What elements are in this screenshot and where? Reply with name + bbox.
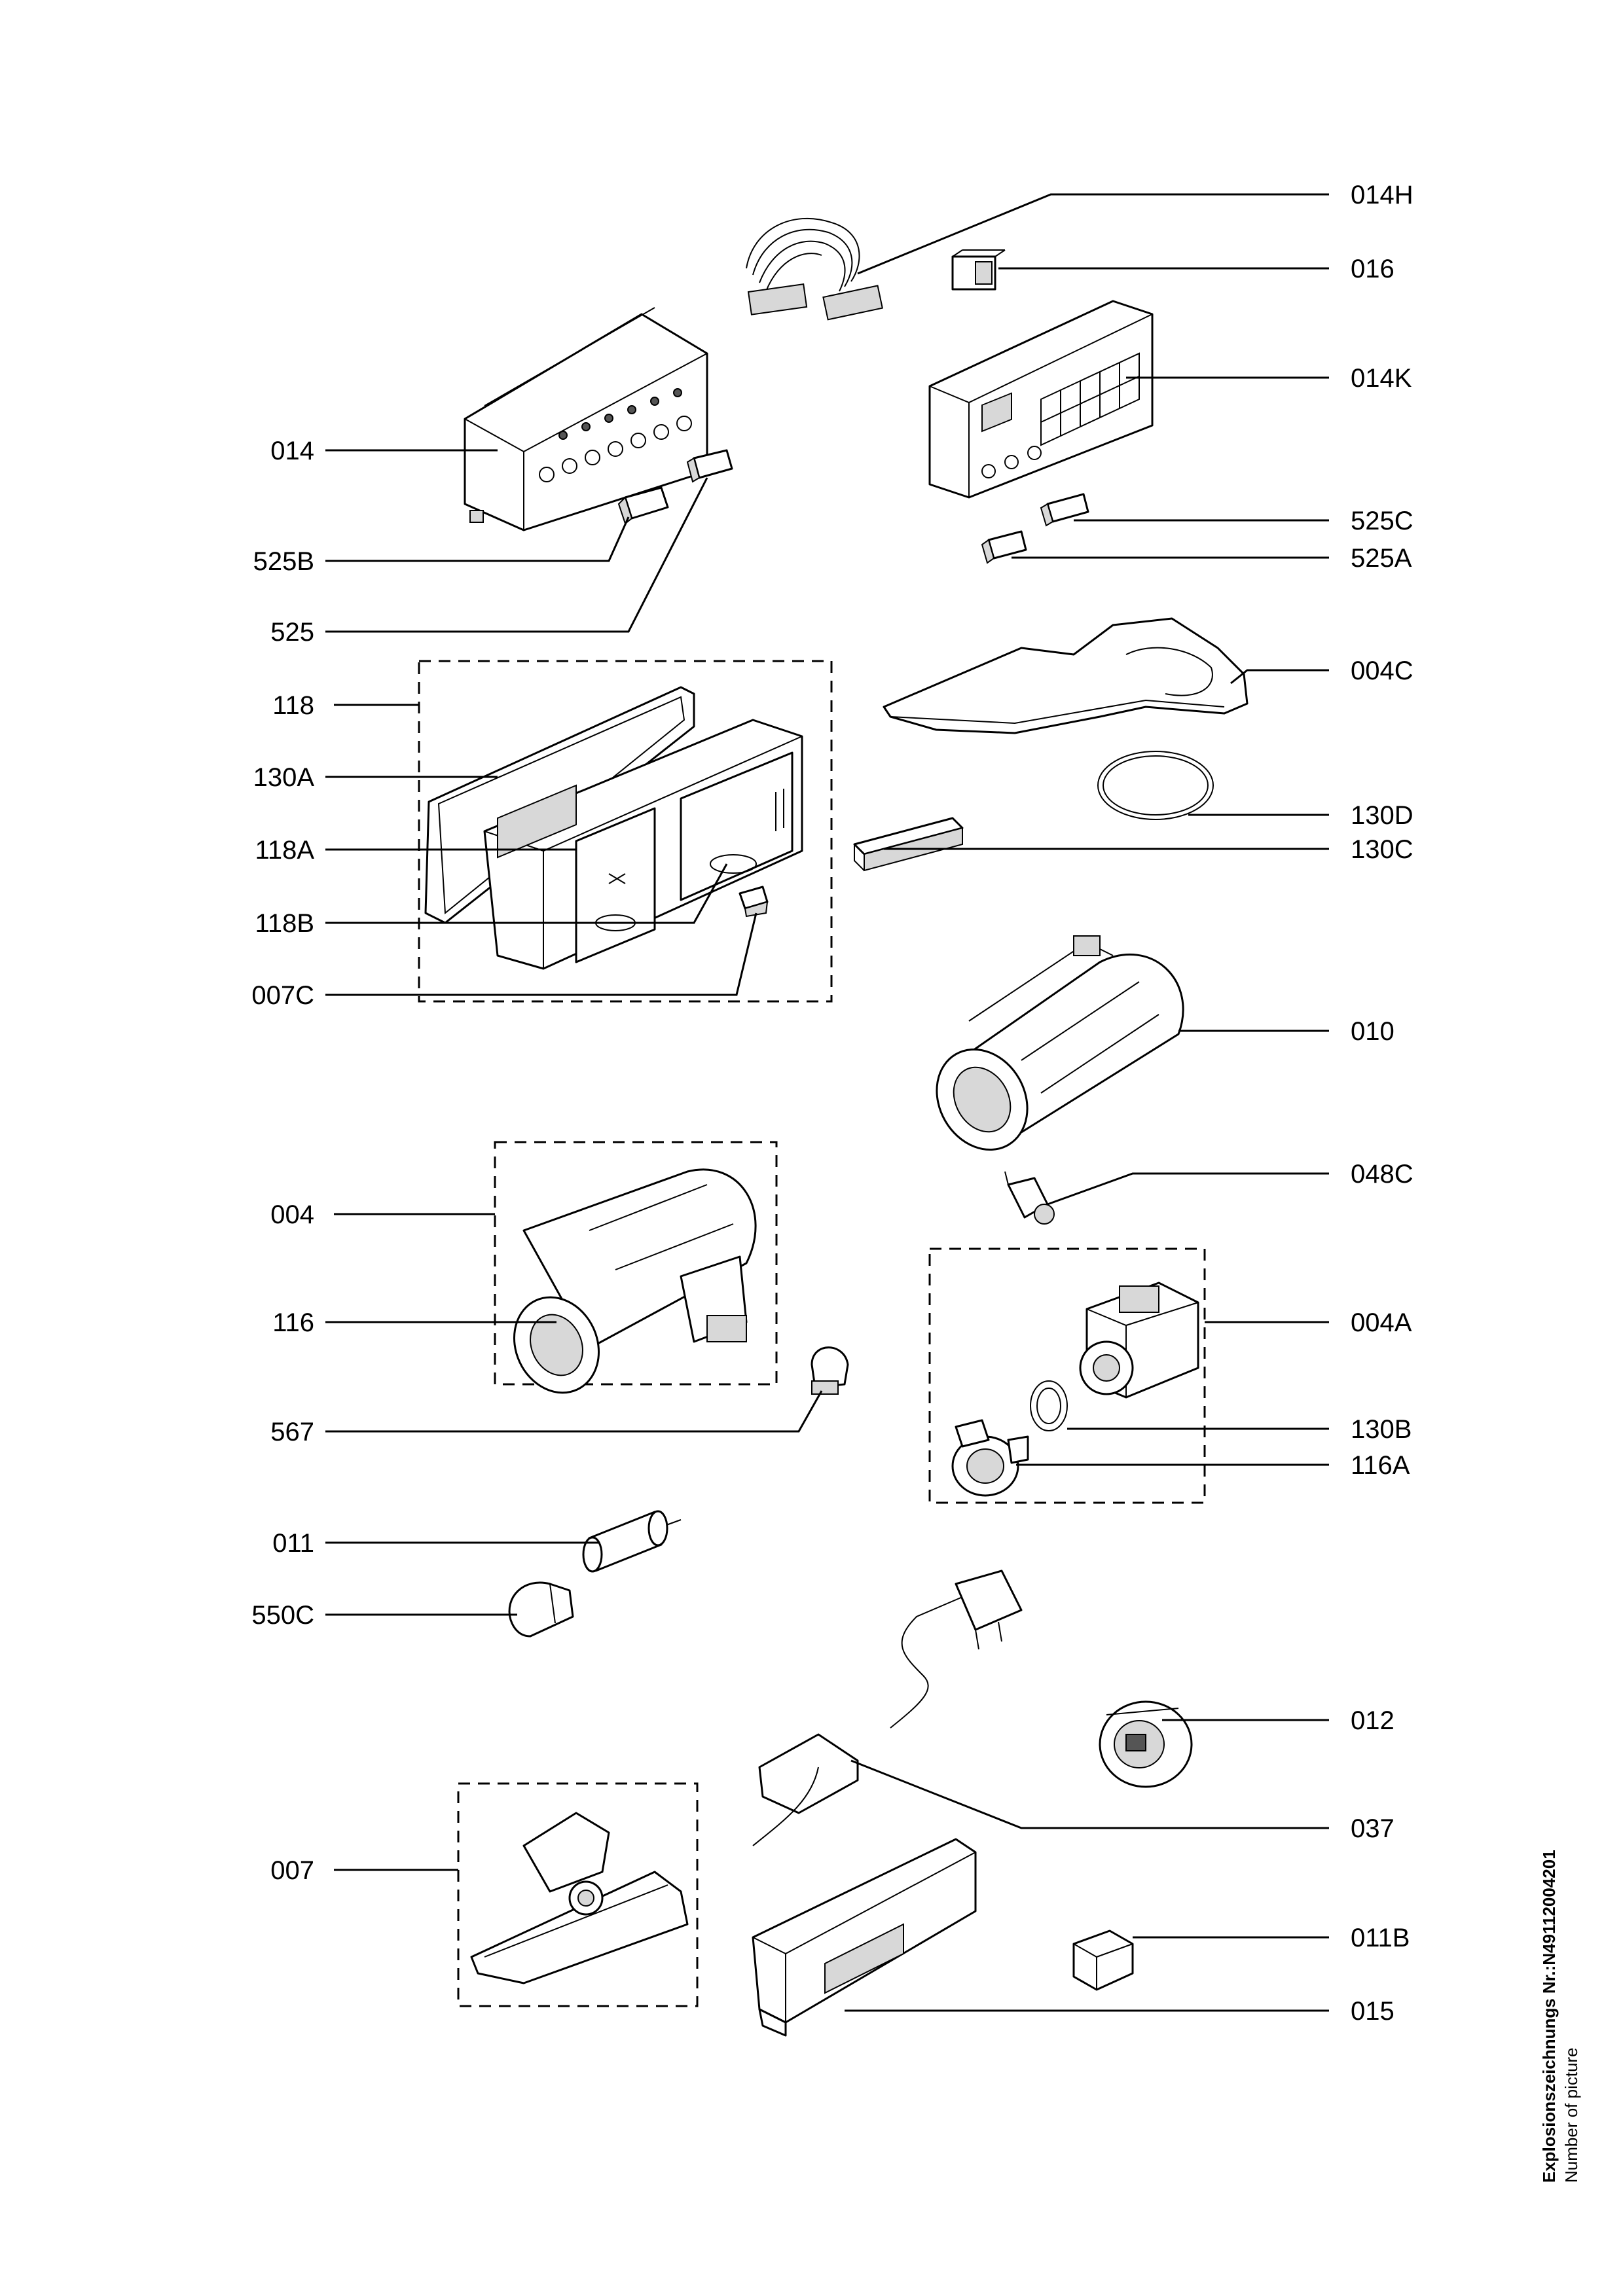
part-004A-drain-pump [1079, 1282, 1199, 1399]
part-014-control-module [464, 307, 708, 531]
label-015: 015 [1351, 1997, 1395, 2026]
label-525: 525 [270, 618, 314, 647]
label-550C: 550C [251, 1601, 314, 1630]
leader-048C [1047, 1172, 1329, 1206]
part-525-button [686, 449, 733, 483]
label-118A: 118A [255, 836, 315, 865]
part-014H-wiring-harness [746, 217, 883, 321]
part-048C-sensor [1004, 1171, 1055, 1225]
part-004C-cover-plate [883, 617, 1249, 734]
part-011-capacitor [582, 1510, 682, 1573]
part-130D-o-ring [1097, 751, 1214, 820]
label-567: 567 [270, 1418, 314, 1446]
part-525A-button [981, 530, 1027, 564]
label-130A: 130A [253, 763, 315, 792]
part-014K-display-control-module [928, 300, 1154, 499]
part-004-circulation-pump [513, 1168, 757, 1394]
leader-004C [1230, 669, 1329, 685]
label-118B: 118B [255, 909, 314, 938]
group-box-007 [457, 1782, 699, 2007]
group-box-004A [928, 1247, 1206, 1504]
label-004: 004 [270, 1200, 314, 1229]
label-116: 116 [272, 1308, 314, 1337]
part-010-heater [936, 935, 1184, 1151]
label-010: 010 [1351, 1017, 1395, 1046]
footer-title: Explosionszeichnungs Nr.:N49112004201 [1539, 1850, 1559, 2183]
label-014K: 014K [1351, 364, 1412, 393]
label-011B: 011B [1351, 1924, 1410, 1952]
part-007C-clip [739, 886, 769, 918]
label-525C: 525C [1351, 507, 1413, 535]
label-037: 037 [1351, 1814, 1395, 1843]
leader-525B [325, 516, 630, 562]
module-014-button-row [539, 388, 692, 482]
label-130C: 130C [1351, 835, 1413, 864]
label-016: 016 [1351, 255, 1395, 283]
label-014H: 014H [1351, 181, 1413, 209]
label-004C: 004C [1351, 656, 1413, 685]
part-130B-ring-inner [1036, 1388, 1061, 1424]
leader-118B [325, 863, 728, 924]
leader-567 [325, 1390, 823, 1433]
label-118: 118 [272, 691, 314, 720]
part-567-clamp [811, 1346, 849, 1395]
part-130C-seal-strip [853, 817, 964, 872]
leader-525 [325, 477, 708, 633]
label-007C: 007C [251, 981, 314, 1010]
leader-007C [325, 912, 757, 996]
label-007: 007 [270, 1856, 314, 1885]
part-007-spray-arm [470, 1812, 689, 1984]
label-116A: 116A [1351, 1451, 1410, 1480]
part-012-pressure-switch [1099, 1700, 1193, 1788]
part-130B-ring [1030, 1380, 1068, 1431]
label-525A: 525A [1351, 544, 1412, 573]
label-525B: 525B [253, 547, 314, 576]
part-037-power-cord [752, 1570, 1023, 1846]
part-015-terminal-cover [752, 1838, 977, 2037]
part-130D-o-ring-inner [1103, 755, 1209, 816]
label-130B: 130B [1351, 1415, 1412, 1444]
leader-037 [850, 1759, 1329, 1829]
group-box-004 [494, 1141, 778, 1386]
label-004A: 004A [1351, 1308, 1412, 1337]
label-130D: 130D [1351, 801, 1413, 830]
group-box-118 [418, 660, 833, 1003]
footer-picture-number: Explosionszeichnungs Nr.:N49112004201 Nu… [1539, 1850, 1581, 2183]
label-012: 012 [1351, 1706, 1395, 1735]
part-525C-button [1040, 493, 1089, 527]
part-550C-cap [508, 1581, 574, 1638]
part-116A-pump-housing [951, 1419, 1029, 1497]
part-011B-relay [1072, 1929, 1134, 1991]
label-011: 011 [272, 1529, 314, 1558]
label-014: 014 [270, 437, 314, 465]
module-014K-grille [1040, 352, 1140, 446]
part-016-display-module [951, 249, 1006, 291]
part-118-detergent-dispenser [424, 686, 803, 970]
footer-subtitle: Number of picture [1561, 2047, 1581, 2183]
leader-014H [857, 193, 1329, 275]
label-048C: 048C [1351, 1160, 1413, 1189]
